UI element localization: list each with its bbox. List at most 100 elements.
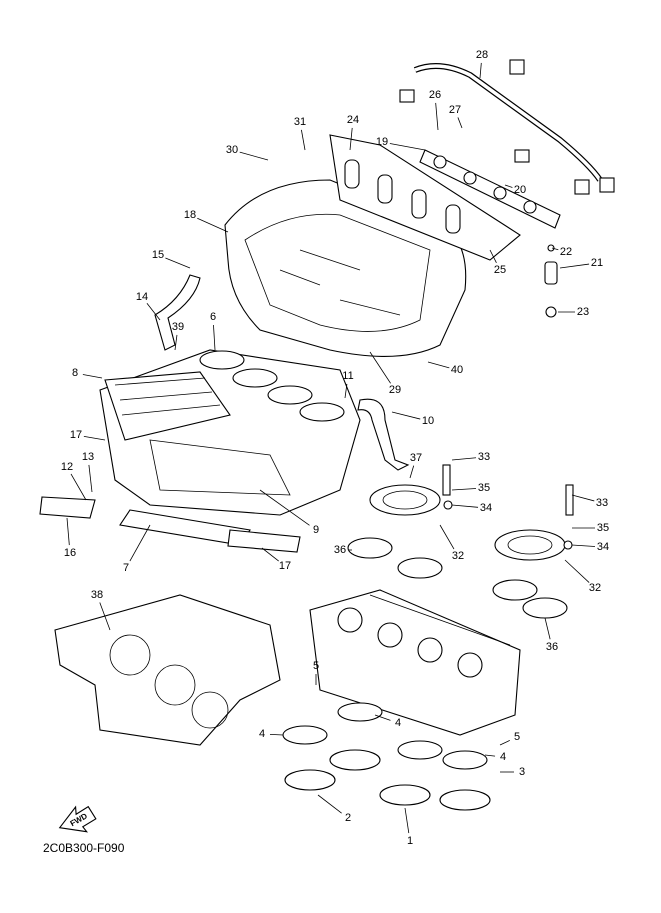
callout-5: 5	[514, 731, 520, 743]
callout-21: 21	[591, 257, 603, 269]
leader-line	[435, 102, 439, 131]
callout-22: 22	[560, 246, 572, 258]
leader-line	[213, 324, 216, 351]
callout-31: 31	[294, 116, 306, 128]
wire-harness	[399, 59, 615, 195]
callout-2: 2	[345, 812, 351, 824]
air-box-lower	[99, 349, 361, 516]
leader-line	[544, 617, 551, 640]
callout-36: 36	[334, 544, 346, 556]
leader-line	[404, 807, 410, 834]
callout-1: 1	[407, 835, 413, 847]
leader-line	[479, 62, 482, 79]
fwd-arrow-icon: FWD	[58, 805, 97, 833]
callout-23: 23	[577, 306, 589, 318]
leader-line	[427, 361, 450, 369]
callout-18: 18	[184, 209, 196, 221]
leader-line	[344, 383, 348, 399]
callout-13: 13	[82, 451, 94, 463]
callout-32: 32	[589, 582, 601, 594]
leader-line	[317, 794, 342, 814]
leader-line	[165, 257, 191, 269]
callout-34: 34	[597, 541, 609, 553]
leader-line	[174, 334, 178, 351]
callout-25: 25	[494, 264, 506, 276]
leader-line	[484, 754, 496, 757]
leader-line	[489, 249, 497, 264]
callout-8: 8	[72, 367, 78, 379]
leader-line	[571, 494, 595, 502]
callout-10: 10	[422, 415, 434, 427]
callout-35: 35	[478, 482, 490, 494]
callout-20: 20	[514, 184, 526, 196]
leader-line	[389, 143, 426, 151]
reference-code: 2C0B300-F090	[43, 841, 125, 855]
leader-line	[551, 247, 559, 251]
callout-4: 4	[395, 717, 401, 729]
leader-line	[349, 127, 353, 151]
leader-line	[369, 351, 391, 384]
leader-line	[261, 547, 279, 562]
leader-line	[374, 714, 391, 721]
leader-line	[439, 524, 455, 550]
callout-17: 17	[279, 560, 291, 572]
callout-35: 35	[597, 522, 609, 534]
leader-line	[66, 517, 70, 546]
callout-4: 4	[500, 751, 506, 763]
callout-3: 3	[519, 766, 525, 778]
callout-32: 32	[452, 550, 464, 562]
leader-line	[197, 217, 229, 233]
fuel-injector	[544, 244, 558, 318]
leader-line	[409, 465, 415, 479]
callout-15: 15	[152, 249, 164, 261]
callout-40: 40	[451, 364, 463, 376]
seal	[227, 529, 301, 553]
leader-line	[269, 733, 284, 736]
hose	[357, 398, 410, 471]
clamps-and-joints	[282, 702, 491, 811]
callout-24: 24	[347, 114, 359, 126]
callout-29: 29	[389, 384, 401, 396]
leader-line	[457, 117, 463, 129]
callout-5: 5	[313, 660, 319, 672]
leader-line	[239, 151, 269, 161]
callout-28: 28	[476, 49, 488, 61]
callout-16: 16	[64, 547, 76, 559]
leader-line	[559, 263, 590, 269]
leader-line	[564, 559, 590, 583]
leader-line	[146, 303, 161, 321]
breather-hose	[154, 274, 201, 351]
fuel-rail	[419, 149, 561, 229]
callout-11: 11	[342, 370, 353, 382]
callout-36: 36	[546, 641, 558, 653]
callout-33: 33	[478, 451, 490, 463]
leader-line	[451, 488, 477, 491]
callout-17: 17	[70, 429, 82, 441]
seal	[39, 496, 96, 519]
gasket	[54, 594, 281, 746]
callout-39: 39	[172, 321, 184, 333]
leader-line	[129, 524, 151, 562]
leader-line	[259, 489, 310, 526]
callout-14: 14	[136, 291, 148, 303]
callout-26: 26	[429, 89, 441, 101]
leader-line	[451, 457, 477, 461]
leader-line	[499, 740, 510, 746]
leader-line	[99, 602, 111, 631]
callout-33: 33	[596, 497, 608, 509]
callout-34: 34	[480, 502, 492, 514]
callout-12: 12	[61, 461, 73, 473]
leader-line	[391, 411, 421, 420]
callout-9: 9	[313, 524, 319, 536]
callout-6: 6	[210, 311, 216, 323]
leader-line	[571, 544, 596, 547]
leader-line	[70, 473, 87, 501]
intake-plate	[329, 134, 521, 261]
leader-line	[451, 504, 479, 508]
throttle-body-assembly	[309, 589, 521, 736]
callout-30: 30	[226, 144, 238, 156]
callout-27: 27	[449, 104, 461, 116]
callout-19: 19	[376, 136, 388, 148]
